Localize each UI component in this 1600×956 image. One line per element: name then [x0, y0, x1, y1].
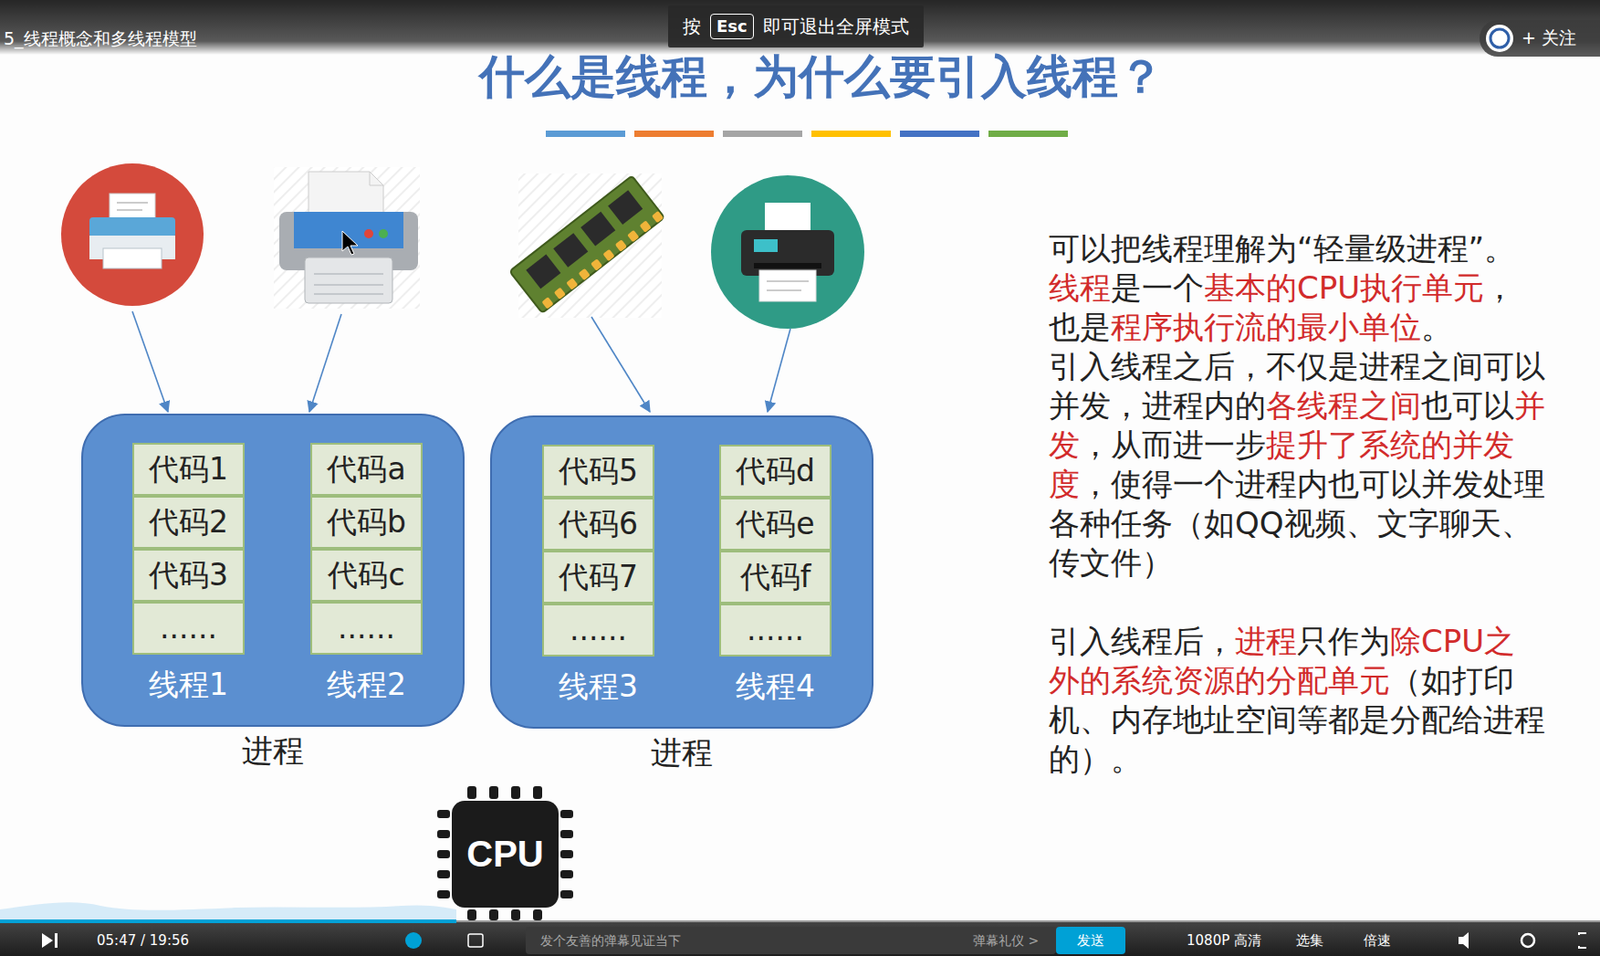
process-box: 进程线程3代码5代码6代码7......线程4代码d代码e代码f...... [490, 415, 874, 729]
thread-label: 线程3 [514, 669, 682, 704]
proc-label: 进程 [491, 733, 872, 771]
code-cell: 代码3 [132, 548, 245, 602]
cell-label: 代码2 [148, 504, 229, 540]
speed-label: 倍速 [1363, 930, 1391, 950]
cell-label: 代码c [327, 557, 405, 593]
send-button: 发送 [1056, 926, 1126, 954]
cpu-chip: CPU [451, 800, 559, 908]
danmaku-etiquette: 弹幕礼仪 > [972, 930, 1039, 950]
esc-key: Esc [710, 13, 754, 40]
code-cell: ...... [542, 603, 655, 657]
note-text: ，从而进一步 [1079, 426, 1266, 463]
note-block: 可以把线程理解为“轻量级进程”。线程是一个基本的CPU执行单元，也是程序执行流的… [1048, 229, 1547, 779]
quality-label: 1080P 高清 [1186, 930, 1262, 950]
note-paragraph: 线程是一个基本的CPU执行单元，也是程序执行流的最小单位。 [1048, 268, 1547, 347]
episodes-label: 选集 [1296, 930, 1324, 950]
thread-label: 线程2 [282, 667, 450, 702]
thread-column: 线程3代码5代码6代码7...... [542, 444, 655, 710]
cell-label: ...... [746, 612, 805, 648]
code-cell: 代码c [310, 548, 423, 602]
overlay-label: 按 [682, 14, 701, 39]
thread-column: 线程1代码1代码2代码3...... [132, 442, 245, 708]
danmaku-placeholder: 发个友善的弹幕见证当下 [540, 930, 681, 950]
cell-label: 代码6 [558, 506, 638, 542]
note-highlight: 进程 [1234, 622, 1297, 659]
note-highlight: 基本的CPU执行单元 [1203, 269, 1485, 306]
code-cell: 代码6 [542, 497, 655, 551]
channel-logo [1484, 23, 1515, 53]
memory-stick-icon [509, 173, 665, 318]
thread-label: 线程4 [691, 669, 859, 704]
logo-ring [1485, 24, 1514, 53]
time-display: 05:47 / 19:56 [96, 930, 189, 950]
note-text: 引入线程后， [1048, 622, 1235, 659]
printer-icon-grey [273, 167, 420, 309]
code-cell: 代码1 [132, 442, 245, 496]
cell-label: 代码f [740, 559, 812, 595]
proc-label: 进程 [83, 732, 463, 769]
thread-label: 线程1 [104, 667, 272, 702]
cpu-label: CPU [466, 833, 544, 875]
color-bars [545, 130, 1068, 137]
key-label: Esc [716, 16, 748, 36]
code-cell: 代码f [719, 550, 832, 604]
note-text: 。 [1421, 308, 1453, 346]
thread-column: 线程2代码a代码b代码c...... [310, 442, 423, 708]
note-text: 可以把线程理解为“轻量级进程”。 [1048, 230, 1516, 267]
process-box: 进程线程1代码1代码2代码3......线程2代码a代码b代码c...... [81, 413, 465, 727]
slide-title: 什么是线程，为什么要引入线程？ [91, 51, 1552, 103]
note-text: 是一个 [1110, 269, 1204, 306]
code-cell: ...... [310, 601, 423, 655]
note-highlight: 各线程之间 [1265, 386, 1422, 424]
cell-label: 代码5 [558, 453, 638, 489]
note-paragraph: 引入线程后，进程只作为除CPU之外的系统资源的分配单元（如打印机、内存地址空间等… [1048, 621, 1547, 779]
note-paragraph: 可以把线程理解为“轻量级进程”。 [1048, 229, 1547, 269]
overlay-label: 即可退出全屏模式 [763, 14, 910, 39]
code-cell: 代码2 [132, 495, 245, 549]
code-cell: 代码d [719, 444, 832, 498]
printer-icon-teal [711, 175, 865, 329]
code-cell: ...... [719, 603, 832, 657]
note-text: 也可以 [1421, 386, 1515, 424]
code-cell: 代码7 [542, 550, 655, 604]
code-cell: 代码b [310, 495, 423, 549]
resource-arrows [132, 311, 791, 412]
cell-label: 代码b [326, 504, 407, 540]
code-cell: 代码e [719, 497, 832, 551]
note-paragraph: 引入线程之后，不仅是进程之间可以并发，进程内的各线程之间也可以并发，从而进一步提… [1048, 346, 1547, 583]
video-title: 5_线程概念和多线程模型 [3, 27, 198, 50]
cell-label: ...... [159, 610, 218, 646]
code-cell: ...... [132, 601, 245, 655]
note-highlight: 程序执行流的最小单位 [1110, 308, 1422, 346]
cell-label: 代码d [735, 453, 816, 489]
cell-label: ...... [337, 610, 396, 646]
cell-label: 代码1 [148, 451, 229, 487]
cell-label: 代码3 [148, 557, 229, 593]
note-highlight: 线程 [1048, 269, 1111, 306]
cell-label: ...... [569, 612, 628, 648]
printer-icon-red [61, 163, 204, 306]
fullscreen-hint: 按 即可退出全屏模式 Esc [668, 5, 924, 48]
note-text: ，使得一个进程内也可以并发处理各种任务（如QQ视频、文字聊天、传文件） [1048, 465, 1546, 581]
cpu-pins [437, 785, 574, 921]
logo-mark [1490, 29, 1509, 48]
code-cell: 代码a [310, 442, 423, 496]
thread-column: 线程4代码d代码e代码f...... [719, 444, 832, 710]
pill-label: + 关注 [1521, 26, 1577, 51]
cell-label: 代码7 [558, 559, 638, 595]
send-label: 发送 [1077, 931, 1105, 950]
cell-label: 代码a [326, 451, 406, 487]
note-text: 只作为 [1296, 622, 1391, 659]
cell-label: 代码e [735, 506, 815, 542]
player-bar [0, 901, 1600, 956]
code-cell: 代码5 [542, 444, 655, 498]
follow-button: + 关注 [1479, 20, 1600, 57]
